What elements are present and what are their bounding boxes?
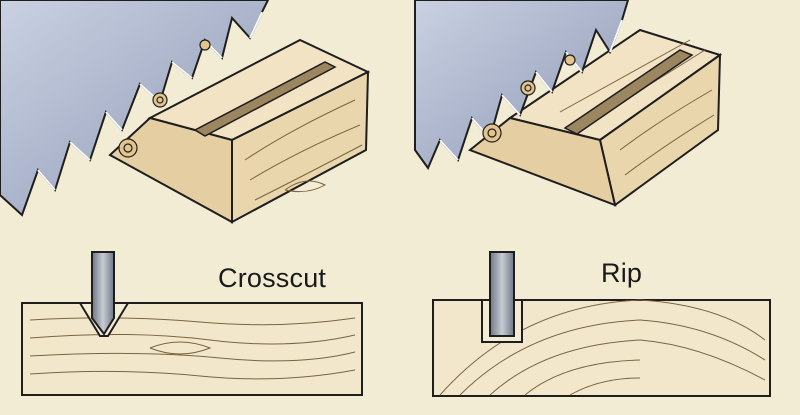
crosscut-sawdust <box>118 39 211 158</box>
rip-sawdust <box>482 54 576 143</box>
rip-caption: Rip <box>601 258 643 288</box>
crosscut-section <box>21 251 363 396</box>
crosscut-grain <box>244 99 363 201</box>
rip-blade-section <box>489 251 515 337</box>
crosscut-blade-section <box>91 251 115 336</box>
crosscut-board-grain <box>29 317 356 380</box>
crosscut-kerf <box>193 61 337 137</box>
rip-board-grain <box>439 299 766 396</box>
crosscut-board <box>21 302 363 396</box>
crosscut-wood-end <box>108 116 233 224</box>
rip-kerf <box>563 49 694 135</box>
rip-illustration <box>414 0 723 207</box>
crosscut-teeth-highlight <box>37 11 263 191</box>
crosscut-illustration <box>0 0 371 224</box>
rip-section <box>432 251 771 397</box>
crosscut-caption: Crosscut <box>218 263 327 293</box>
